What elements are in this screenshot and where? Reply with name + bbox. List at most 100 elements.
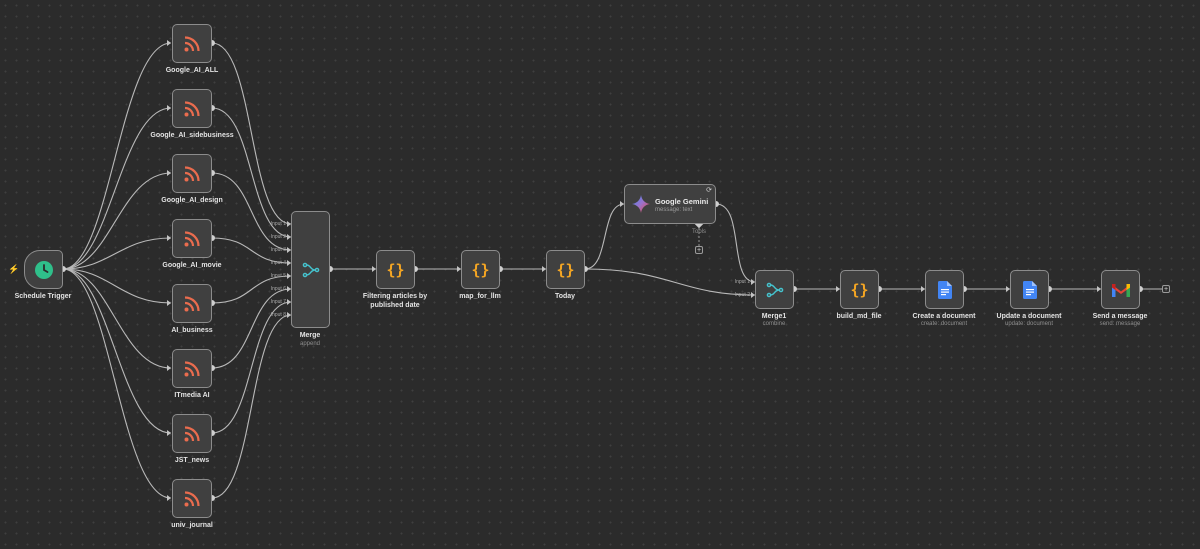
clock-icon	[25, 251, 62, 288]
merge-sub: append	[299, 341, 321, 347]
gemini-sparkle-icon	[632, 195, 650, 213]
merge1-input-label: Input 1	[734, 279, 750, 285]
edge-trigger-rss-8	[62, 268, 172, 499]
rss-feed-label: univ_journal	[171, 522, 213, 529]
rss-feed-label: Google_AI_ALL	[165, 67, 219, 74]
rss-feed-node[interactable]	[172, 154, 212, 193]
merge1-input-label: Input 2	[734, 292, 750, 298]
merge-input-label: Input 1	[270, 221, 286, 227]
merge-input-label: Input 6	[270, 286, 286, 292]
update-document-sub: update: document	[1004, 321, 1054, 327]
schedule-trigger-node[interactable]	[24, 250, 63, 289]
filter-node[interactable]: {}	[376, 250, 415, 289]
edge-rss-8-merge	[211, 314, 292, 499]
create-document-label: Create a document	[912, 313, 976, 320]
update-document-node[interactable]	[1010, 270, 1049, 309]
build-md-file-node[interactable]: {}	[840, 270, 879, 309]
add-node-button[interactable]: +	[1162, 285, 1170, 293]
update-document-label: Update a document	[996, 313, 1062, 320]
rss-icon	[173, 155, 211, 192]
rss-feed-node[interactable]	[172, 479, 212, 518]
gemini-add-tool-button[interactable]: +	[695, 246, 703, 254]
merge-icon	[756, 271, 793, 308]
gemini-tools-label: Tools	[691, 229, 707, 235]
edge-trigger-rss-2	[62, 107, 172, 270]
edge-rss-7-merge	[211, 301, 292, 434]
rss-feed-label: Google_AI_movie	[162, 262, 222, 269]
edge-rss-1-merge	[211, 42, 292, 225]
rss-icon	[173, 285, 211, 322]
merge1-sub: combine	[762, 321, 786, 327]
filter-label-line-1: Filtering articles by	[362, 293, 428, 300]
code-braces-icon: {}	[850, 280, 869, 299]
edge-rss-6-merge	[211, 288, 292, 369]
merge-input-label: Input 2	[270, 234, 286, 240]
map-for-llm-label: map_for_llm	[459, 293, 501, 300]
create-document-node[interactable]	[925, 270, 964, 309]
rss-feed-node[interactable]	[172, 284, 212, 323]
send-message-node[interactable]	[1101, 270, 1140, 309]
gemini-sub: message: text	[655, 207, 693, 213]
refresh-icon[interactable]: ⟳	[706, 187, 712, 194]
send-message-sub: send: message	[1099, 321, 1141, 327]
rss-feed-node[interactable]	[172, 349, 212, 388]
rss-feed-label: Google_AI_design	[161, 197, 223, 204]
code-braces-icon: {}	[386, 260, 405, 279]
merge-node[interactable]	[291, 211, 330, 328]
edge-trigger-rss-5	[62, 268, 172, 304]
rss-feed-label: AI_business	[171, 327, 213, 334]
map-for-llm-node[interactable]: {}	[461, 250, 500, 289]
rss-feed-label: ITmedia AI	[174, 392, 210, 399]
trigger-bolt-icon: ⚡	[8, 264, 20, 274]
merge-icon	[292, 212, 329, 327]
schedule-trigger-label: Schedule Trigger	[14, 293, 72, 300]
rss-feed-node[interactable]	[172, 219, 212, 258]
merge-input-label: Input 4	[270, 260, 286, 266]
rss-icon	[173, 25, 211, 62]
google-docs-icon	[926, 271, 963, 308]
edge-trigger-rss-1	[62, 42, 172, 270]
merge-input-label: Input 5	[270, 273, 286, 279]
edge-trigger-rss-7	[62, 268, 172, 434]
filter-label-line-2: published date	[370, 302, 420, 309]
edge-rss-4-merge	[211, 237, 292, 264]
edge-rss-5-merge	[211, 275, 292, 304]
merge-input-label: Input 7	[270, 299, 286, 305]
google-docs-icon	[1011, 271, 1048, 308]
today-node[interactable]: {}	[546, 250, 585, 289]
edge-rss-2-merge	[211, 107, 292, 238]
code-braces-icon: {}	[471, 260, 490, 279]
filter-label: Filtering articles by published date	[363, 292, 427, 310]
merge-input-label: Input 3	[270, 247, 286, 253]
rss-feed-node[interactable]	[172, 89, 212, 128]
rss-icon	[173, 350, 211, 387]
merge1-label: Merge1	[761, 313, 787, 320]
rss-icon	[173, 415, 211, 452]
edge-today-gemini	[584, 203, 625, 270]
edge-trigger-rss-6	[62, 268, 172, 369]
merge1-node[interactable]	[755, 270, 794, 309]
edge-gemini-merge1	[715, 203, 756, 283]
edge-trigger-rss-4	[62, 237, 172, 270]
rss-feed-label: Google_AI_sidebusiness	[150, 132, 234, 139]
today-label: Today	[554, 293, 576, 300]
gmail-icon	[1102, 271, 1139, 308]
gemini-title: Google Gemini	[655, 197, 709, 206]
edge-rss-3-merge	[211, 172, 292, 251]
send-message-label: Send a message	[1092, 313, 1148, 320]
build-md-file-label: build_md_file	[836, 313, 882, 320]
create-document-sub: create: document	[920, 321, 968, 327]
edge-today-merge1	[584, 268, 756, 296]
rss-feed-node[interactable]	[172, 24, 212, 63]
rss-icon	[173, 90, 211, 127]
merge-input-label: Input 8	[270, 312, 286, 318]
edge-trigger-rss-3	[62, 172, 172, 270]
code-braces-icon: {}	[556, 260, 575, 279]
google-gemini-node[interactable]: Google Gemini message: text ⟳	[624, 184, 716, 224]
rss-icon	[173, 220, 211, 257]
merge-label: Merge	[299, 332, 321, 339]
rss-feed-node[interactable]	[172, 414, 212, 453]
rss-feed-label: JST_news	[174, 457, 210, 464]
